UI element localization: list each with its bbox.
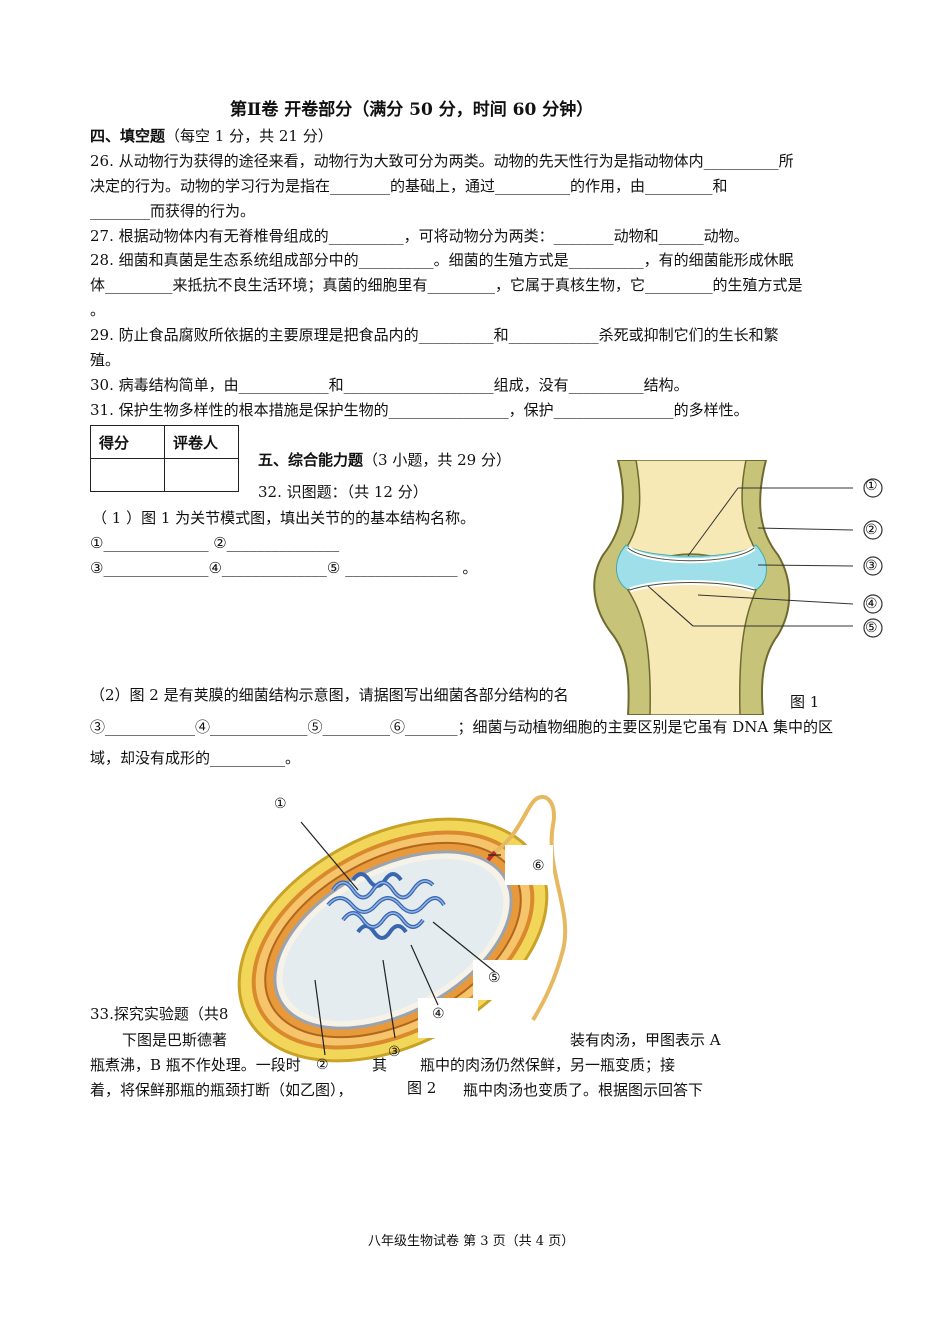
q33-title: 33.探究实验题（共8 [90,1005,229,1023]
q30: 30. 病毒结构简单，由____________和_______________… [90,376,689,394]
section5-heading: 五、综合能力题 [258,451,364,469]
fig2-label-4: ④ [432,1006,445,1022]
q33-line2b: 其 [372,1056,388,1074]
q32-1-prompt: （ 1 ）图 1 为关节模式图，填出关节的的基本结构名称。 [92,509,476,527]
q28-line1: 28. 细菌和真菌是生态系统组成部分中的__________。细菌的生殖方式是_… [90,251,794,269]
q26-line1: 26. 从动物行为获得的途径来看，动物行为大致可分为两类。动物的先天性行为是指动… [90,152,794,170]
page-title: 第Ⅱ卷 开卷部分（满分 50 分，时间 60 分钟） [230,100,594,120]
q29-line2: 殖。 [90,351,121,369]
fig2-label-3: ③ [388,1044,401,1060]
q32-1-answers-line1: ①______________ ②_______________ [90,534,340,552]
fig1-label-4: ④ [865,596,878,612]
score-header: 得分 [90,425,165,459]
fig2-label-5: ⑤ [488,970,501,986]
q33-line2a: 瓶煮沸，B 瓶不作处理。一段时 [90,1056,301,1074]
q32-2-line2: ③____________④_____________⑤_________⑥__… [90,718,834,736]
fig1-label-1: ① [865,478,878,494]
section4-heading: 四、填空题 [90,127,166,145]
figure1-caption: 图 1 [790,693,820,711]
q33-line1a: 下图是巴斯德著 [122,1031,228,1049]
q29-line1: 29. 防止食品腐败所依据的主要原理是把食品内的__________和_____… [90,326,779,344]
q26-line3: ________而获得的行为。 [90,202,256,220]
q31: 31. 保护生物多样性的根本措施是保护生物的________________，保… [90,401,749,419]
q33-line3b: 瓶中肉汤也变质了。根据图示回答下 [463,1081,704,1099]
q33-line2c: 瓶中的肉汤仍然保鲜，另一瓶变质；接 [420,1056,676,1074]
joint-diagram [588,460,883,715]
page-footer: 八年级生物试卷 第 3 页（共 4 页） [368,1234,575,1249]
fig2-label-2: ② [316,1057,329,1073]
grader-header: 评卷人 [164,425,239,459]
section5-note: （3 小题，共 29 分） [363,451,511,469]
bacterium-diagram [233,780,579,1063]
q26-line2: 决定的行为。动物的学习行为是指在________的基础上，通过_________… [90,177,728,195]
section4-note: （每空 1 分，共 21 分） [165,127,333,145]
grader-cell[interactable] [164,458,239,492]
q27: 27. 根据动物体内有无脊椎骨组成的__________，可将动物分为两类：__… [90,227,749,245]
fig2-label-1: ① [274,796,287,812]
q32-2-line3: 域，却没有成形的__________。 [90,749,301,767]
q33-line3a: 着，将保鲜那瓶的瓶颈打断（如乙图）， [90,1081,353,1099]
q28-line2: 体_________来抵抗不良生活环境；真菌的细胞里有_________，它属于… [90,276,803,294]
fig1-label-2: ② [865,522,878,538]
q32-2-line1: （2）图 2 是有荚膜的细菌结构示意图，请据图写出细菌各部分结构的名 [90,686,569,704]
fig1-label-5: ⑤ [865,620,878,636]
q32-title: 32. 识图题：（共 12 分） [258,483,428,501]
q28-line3: 。 [90,301,106,319]
q33-line1b: 装有肉汤，甲图表示 A [570,1031,721,1049]
score-cell[interactable] [90,458,165,492]
q32-1-answers-line2: ③______________④______________⑤ ________… [90,559,478,577]
score-table: 得分 评卷人 [90,425,239,492]
section5-header: 五、综合能力题（3 小题，共 29 分） [258,450,511,470]
figure2-caption: 图 2 [405,1078,439,1098]
section4-header: 四、填空题（每空 1 分，共 21 分） [90,126,333,146]
fig2-label-6: ⑥ [532,858,545,874]
fig1-label-3: ③ [865,558,878,574]
